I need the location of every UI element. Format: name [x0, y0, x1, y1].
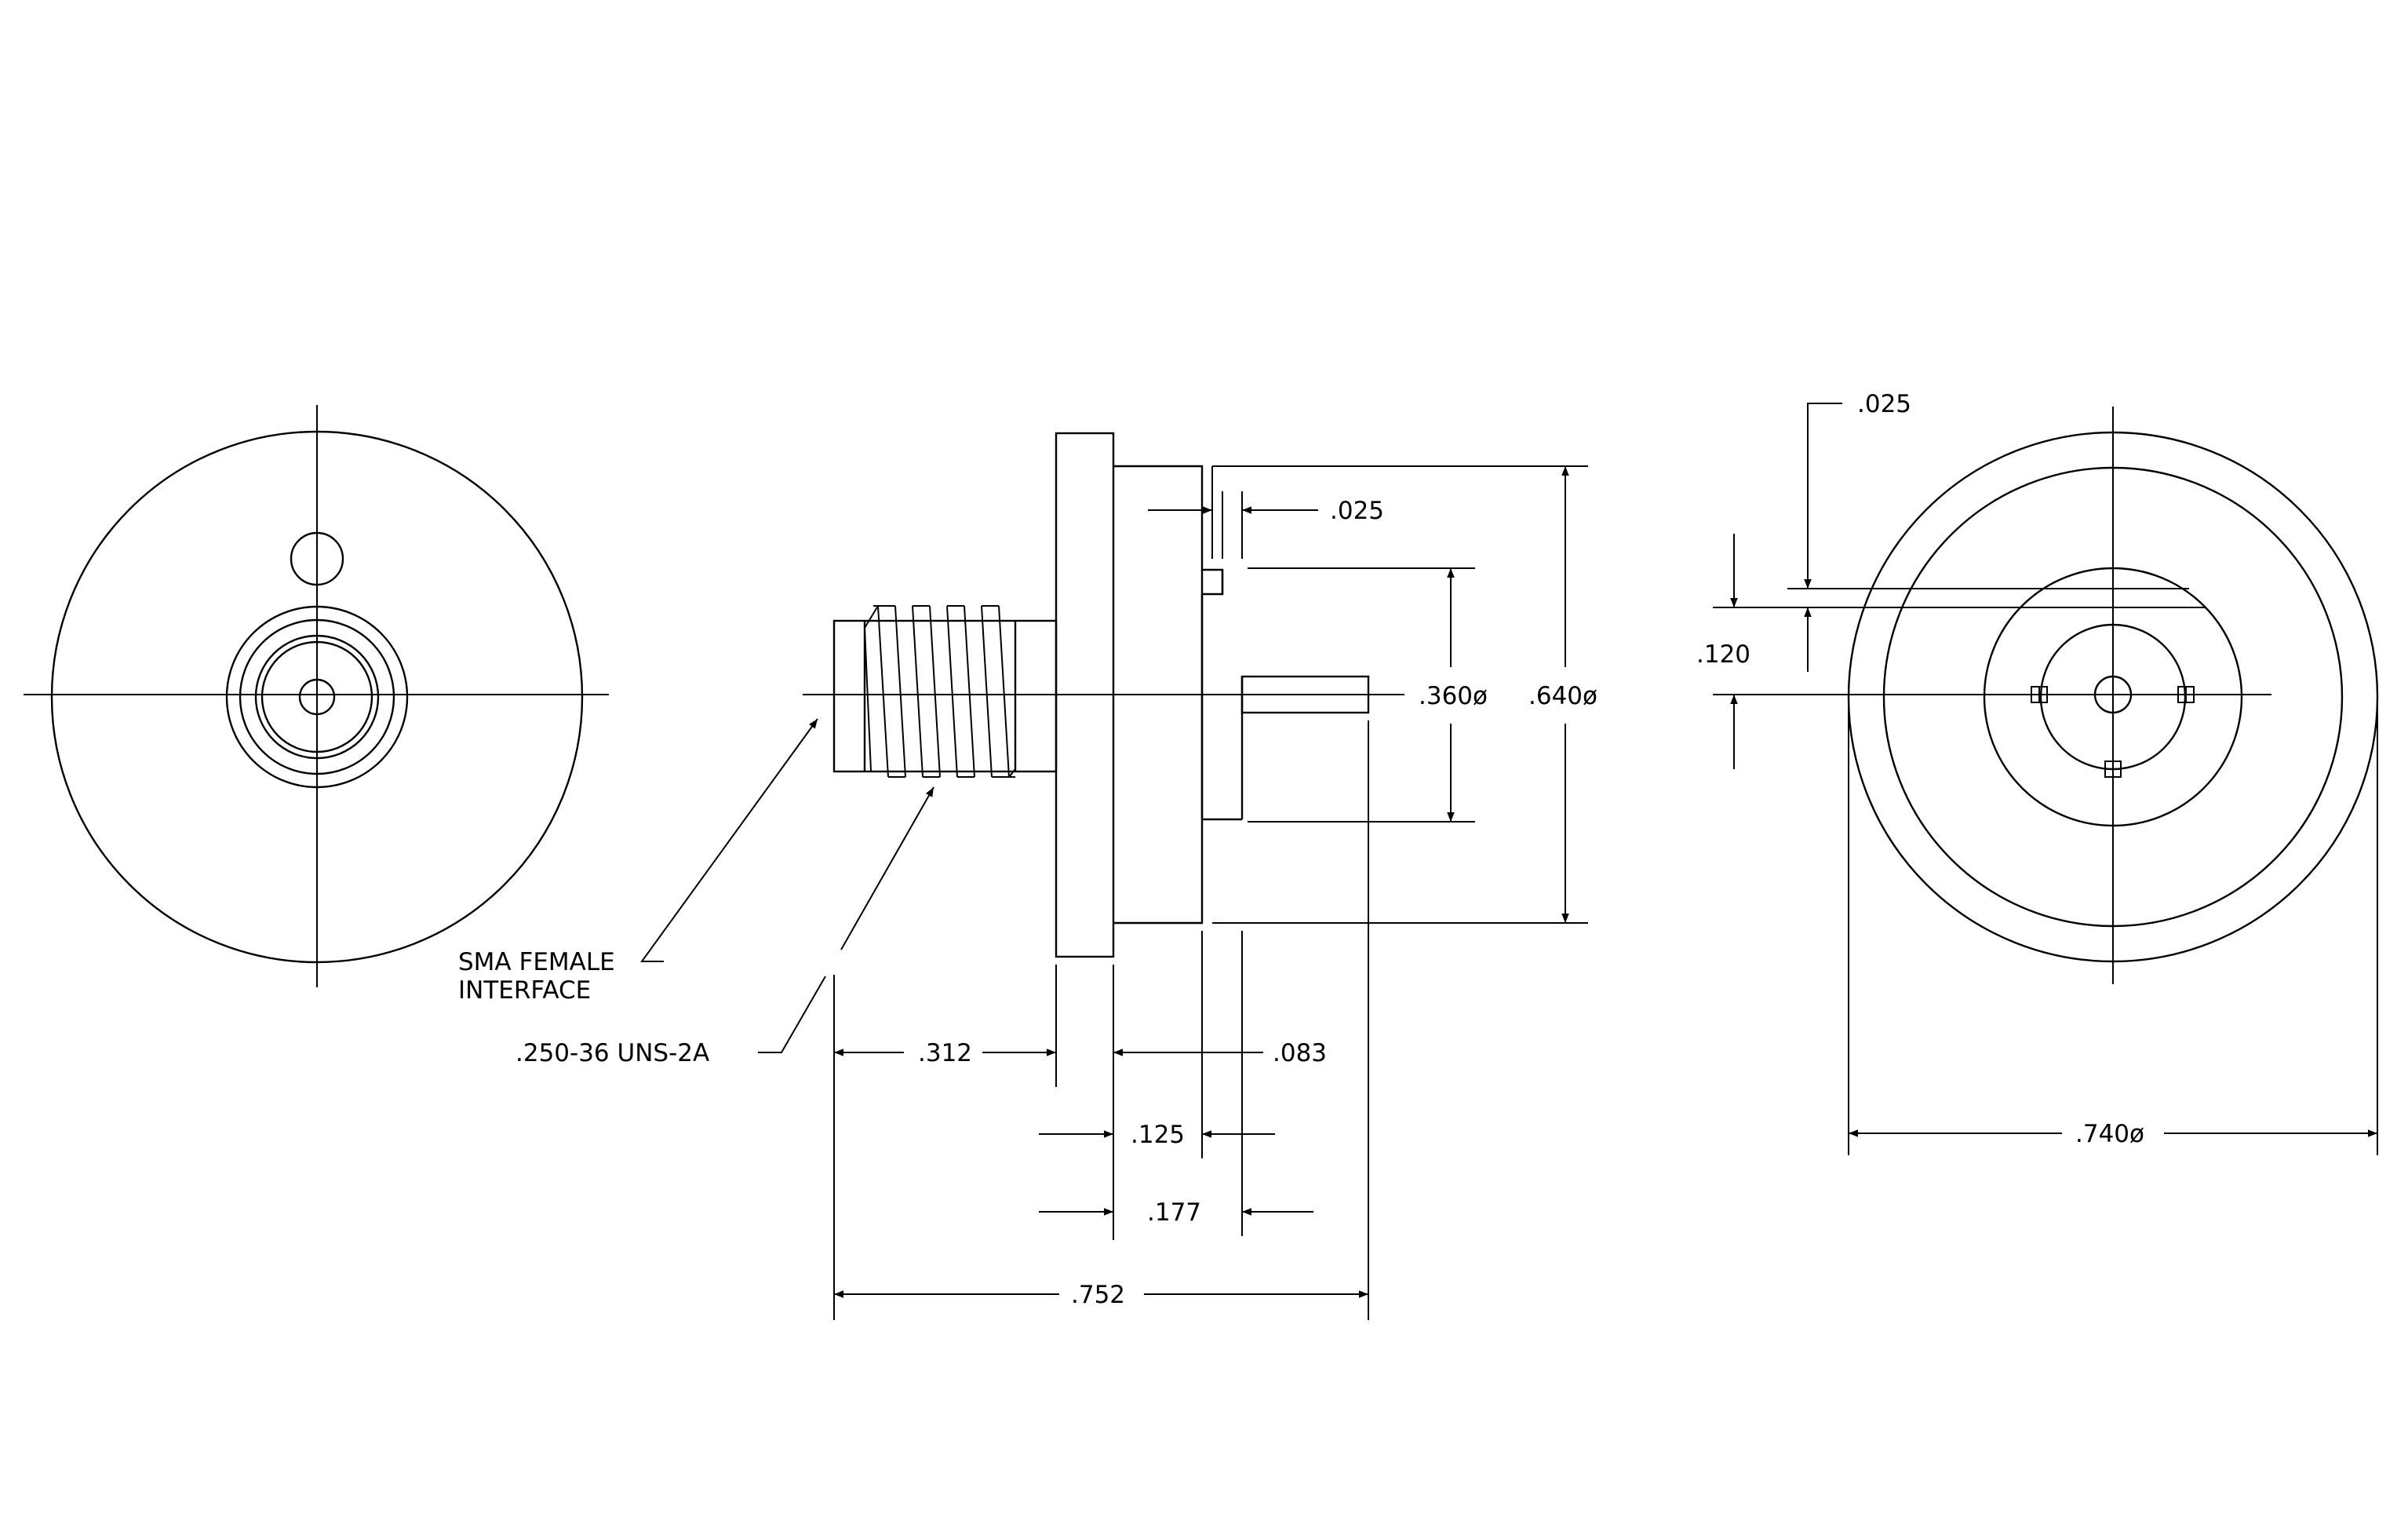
dim-thread-length: .312 — [918, 1039, 972, 1067]
dim-overall-length: .752 — [1071, 1281, 1125, 1309]
side-view — [803, 432, 1404, 958]
side-view-dimensions: .025 .360ø .640ø .312 .083 .125 .177 .75… — [834, 466, 1597, 1309]
dim-rear-gap-top: .025 — [1857, 390, 1911, 418]
note-sma-female-line1: SMA FEMALE — [458, 948, 615, 976]
leader-notes: SMA FEMALE INTERFACE .250-36 UNS-2A — [458, 718, 934, 1067]
thread-pattern — [864, 605, 1016, 778]
dim-flange-thickness: .125 — [1131, 1121, 1185, 1149]
dim-flange-diameter: .640ø — [1528, 682, 1597, 710]
front-view — [24, 405, 609, 987]
dim-rear-offset: .120 — [1696, 640, 1750, 669]
rear-view-dimensions: .025 .120 .740ø — [1696, 390, 2378, 1155]
dim-rear-diameter: .740ø — [2075, 1120, 2144, 1148]
note-sma-female-line2: INTERFACE — [458, 976, 591, 1005]
rear-view — [1713, 407, 2379, 984]
side-view-extension-lines — [833, 465, 1588, 1320]
dim-pin-offset: .083 — [1273, 1039, 1327, 1067]
dim-flange-gap-top: .025 — [1330, 497, 1384, 525]
dim-pin-base-depth: .177 — [1147, 1198, 1201, 1227]
dim-body-diameter: .360ø — [1419, 682, 1488, 710]
note-thread-spec: .250-36 UNS-2A — [515, 1039, 709, 1067]
